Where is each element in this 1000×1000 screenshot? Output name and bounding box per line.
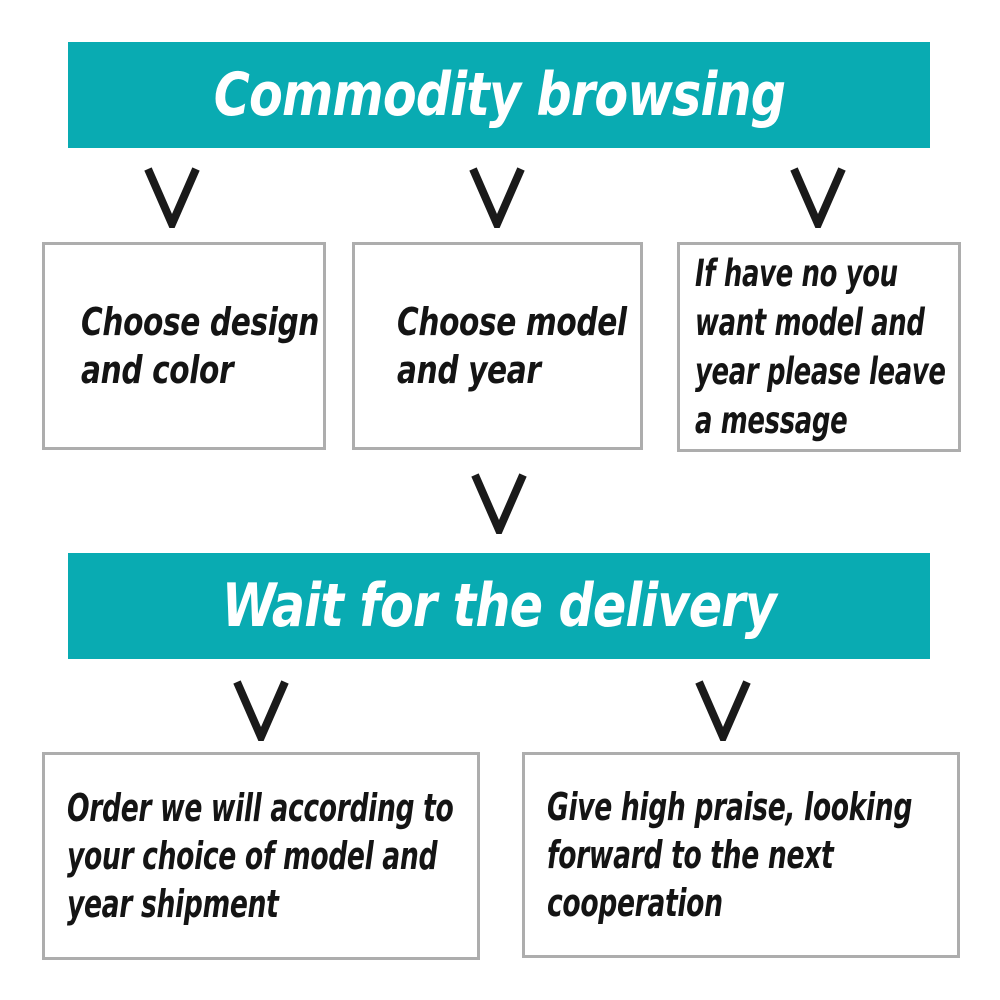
step-text-choose-design-color: Choose design and color: [81, 300, 320, 392]
down-arrow-icon: [789, 166, 847, 228]
step-box-choose-model-year: Choose model and year: [352, 242, 643, 450]
down-arrow-icon: [232, 679, 290, 741]
banner-commodity-browsing: Commodity browsing: [68, 42, 930, 148]
step-box-order-shipment: Order we will according to your choice o…: [42, 752, 480, 960]
step-box-choose-design-color: Choose design and color: [42, 242, 326, 450]
down-arrow-icon: [468, 166, 526, 228]
step-text-choose-model-year: Choose model and year: [397, 300, 627, 392]
step-text-leave-message: If have no you want model and year pleas…: [695, 252, 946, 442]
down-arrow-icon: [694, 679, 752, 741]
step-box-leave-message: If have no you want model and year pleas…: [677, 242, 961, 452]
banner-wait-for-delivery: Wait for the delivery: [68, 553, 930, 659]
down-arrow-icon: [143, 166, 201, 228]
step-box-give-praise: Give high praise, looking forward to the…: [522, 752, 960, 958]
step-text-give-praise: Give high praise, looking forward to the…: [547, 785, 913, 925]
down-arrow-icon: [470, 472, 528, 534]
banner-wait-for-delivery-label: Wait for the delivery: [221, 571, 777, 641]
banner-commodity-browsing-label: Commodity browsing: [213, 60, 785, 130]
step-text-order-shipment: Order we will according to your choice o…: [67, 786, 454, 926]
